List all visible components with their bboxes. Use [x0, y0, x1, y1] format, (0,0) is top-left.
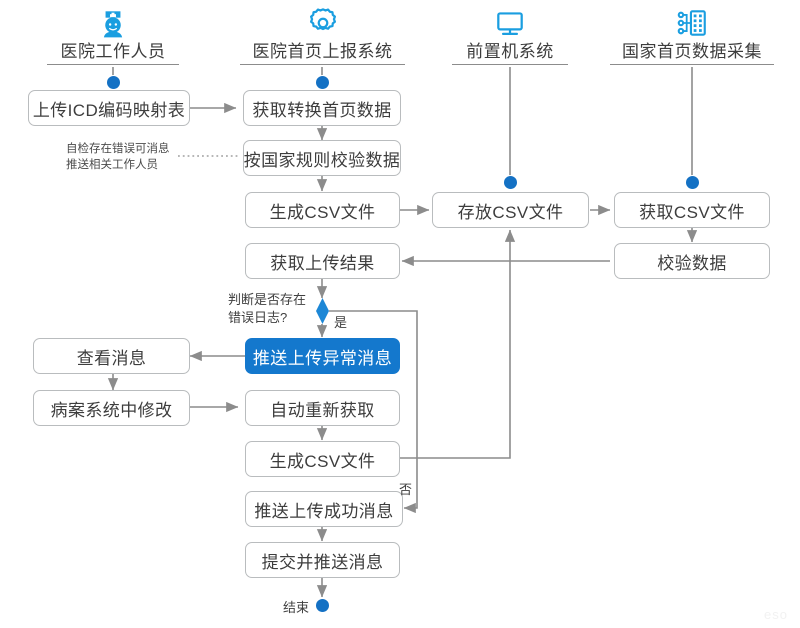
node-fetch-csv[interactable]: 获取CSV文件: [614, 192, 770, 228]
node-store-csv[interactable]: 存放CSV文件: [432, 192, 589, 228]
decision-no-label: 否: [399, 482, 413, 497]
lane-rule: [452, 64, 568, 65]
lane-title-national: 国家首页数据采集: [622, 42, 762, 61]
node-label: 生成CSV文件: [269, 202, 376, 222]
end-dot: [315, 598, 330, 613]
node-view-message[interactable]: 查看消息: [33, 338, 190, 374]
lane-rule: [240, 64, 405, 65]
lane-header-report: 医院首页上报系统: [240, 6, 405, 65]
node-label: 获取上传结果: [270, 253, 375, 273]
lane-header-frontend: 前置机系统: [452, 6, 568, 65]
node-edit-in-mrs[interactable]: 病案系统中修改: [33, 390, 190, 426]
node-label: 存放CSV文件: [457, 202, 564, 222]
lane-header-national: 国家首页数据采集: [610, 6, 774, 65]
node-auto-refetch[interactable]: 自动重新获取: [245, 390, 400, 426]
node-label: 病案系统中修改: [50, 400, 173, 420]
node-label: 生成CSV文件: [269, 451, 376, 471]
nurse-icon: [47, 6, 179, 40]
start-dot-report: [315, 75, 330, 90]
node-upload-icd[interactable]: 上传ICD编码映射表: [28, 90, 190, 126]
node-label: 获取转换首页数据: [252, 100, 392, 120]
node-label: 推送上传成功消息: [254, 501, 394, 521]
node-generate-csv-2[interactable]: 生成CSV文件: [245, 441, 400, 477]
node-label: 校验数据: [657, 253, 727, 273]
self-check-line1: 自检存在错误可消息: [66, 143, 170, 155]
lane-title-staff: 医院工作人员: [60, 42, 166, 61]
lane-rule: [47, 64, 179, 65]
node-validate-data[interactable]: 校验数据: [614, 243, 770, 279]
node-push-success-msg[interactable]: 推送上传成功消息: [245, 491, 403, 527]
node-push-error-msg[interactable]: 推送上传异常消息: [245, 338, 400, 374]
node-fetch-convert[interactable]: 获取转换首页数据: [243, 90, 401, 126]
node-label: 按国家规则校验数据: [243, 150, 401, 170]
start-dot-staff: [106, 75, 121, 90]
self-check-annotation: 自检存在错误可消息 推送相关工作人员: [66, 142, 170, 173]
decision-question-line1: 判断是否存在: [228, 292, 307, 307]
node-label: 查看消息: [76, 348, 147, 368]
lane-title-frontend: 前置机系统: [466, 42, 554, 61]
gear-icon: [240, 6, 405, 40]
node-label: 提交并推送消息: [261, 552, 384, 572]
self-check-line2: 推送相关工作人员: [66, 158, 158, 171]
monitor-icon: [452, 6, 568, 40]
end-label: 结束: [283, 600, 310, 615]
decision-yes-label: 是: [334, 315, 348, 330]
node-label: 获取CSV文件: [639, 202, 745, 222]
decision-question: 判断是否存在 错误日志?: [228, 291, 306, 326]
server-network-icon: [610, 6, 774, 40]
node-fetch-result[interactable]: 获取上传结果: [245, 243, 400, 279]
lane-title-report: 医院首页上报系统: [252, 42, 393, 61]
node-label: 推送上传异常消息: [252, 348, 393, 368]
start-dot-national: [685, 175, 700, 190]
lane-header-staff: 医院工作人员: [47, 6, 179, 65]
node-generate-csv-1[interactable]: 生成CSV文件: [245, 192, 400, 228]
node-label: 上传ICD编码映射表: [32, 100, 186, 120]
decision-has-error-log[interactable]: [316, 298, 329, 324]
watermark: eso: [764, 607, 788, 622]
node-validate-national[interactable]: 按国家规则校验数据: [243, 140, 401, 176]
decision-question-line2: 错误日志?: [228, 309, 288, 325]
lane-rule: [610, 64, 774, 65]
node-submit-push-msg[interactable]: 提交并推送消息: [245, 542, 400, 578]
start-dot-frontend: [503, 175, 518, 190]
node-label: 自动重新获取: [270, 400, 375, 420]
